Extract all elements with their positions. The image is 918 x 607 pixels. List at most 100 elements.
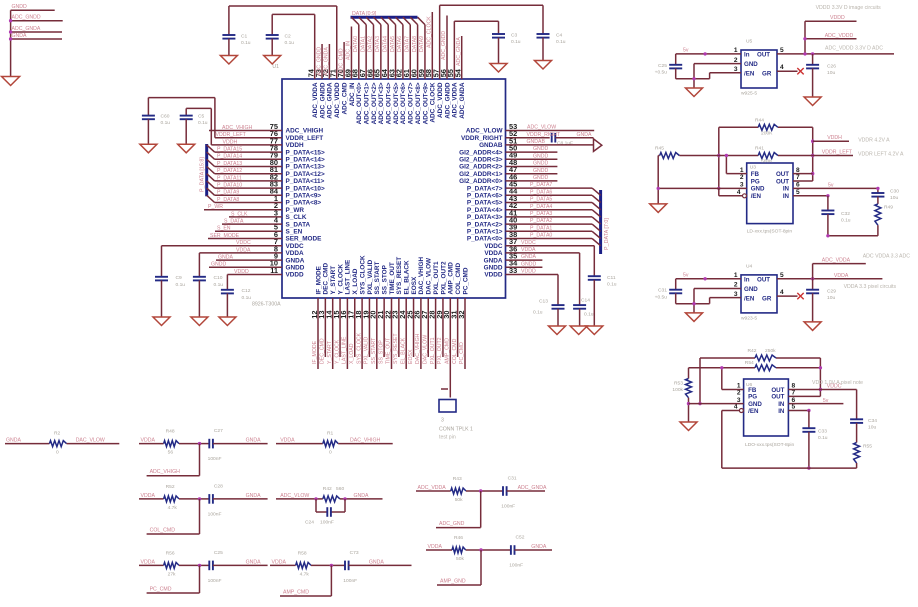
svg-text:DATA0: DATA0 xyxy=(353,36,359,52)
svg-text:58: 58 xyxy=(424,69,433,77)
svg-text:5v: 5v xyxy=(683,273,689,279)
svg-text:P_DATA6: P_DATA6 xyxy=(530,189,552,195)
svg-text:51: 51 xyxy=(509,136,517,145)
svg-text:2: 2 xyxy=(734,57,738,64)
svg-text:45: 45 xyxy=(509,180,517,189)
svg-text:33: 33 xyxy=(509,266,517,275)
svg-text:GI2_ADDR<3>: GI2_ADDR<3> xyxy=(459,157,503,164)
svg-text:GND: GND xyxy=(744,61,758,68)
svg-text:3: 3 xyxy=(734,291,738,298)
svg-text:ADC_VDDA: ADC_VDDA xyxy=(312,82,319,118)
svg-text:C32: C32 xyxy=(841,211,850,217)
svg-text:PXL_OUT2: PXL_OUT2 xyxy=(440,261,447,294)
svg-text:P_DATA<6>: P_DATA<6> xyxy=(467,193,503,200)
svg-text:SYS_CLOCK: SYS_CLOCK xyxy=(356,332,362,364)
svg-text:OUT: OUT xyxy=(776,171,789,178)
svg-text:GNDA: GNDA xyxy=(531,544,547,550)
svg-text:VDDD 3.3V D image circuits: VDDD 3.3V D image circuits xyxy=(816,5,882,11)
svg-text:48: 48 xyxy=(509,158,517,167)
svg-text:55: 55 xyxy=(446,69,455,77)
svg-text:ADC_VDDD 3.3V D ADC: ADC_VDDD 3.3V D ADC xyxy=(825,46,883,52)
svg-text:50k: 50k xyxy=(456,556,464,562)
svg-text:GND: GND xyxy=(748,401,762,408)
svg-text:83: 83 xyxy=(270,180,278,189)
svg-text:P_DATA<0>: P_DATA<0> xyxy=(467,236,503,243)
svg-text:PC_CMD: PC_CMD xyxy=(459,342,465,364)
svg-text:VDDR LEFT 4.2V A: VDDR LEFT 4.2V A xyxy=(858,152,904,158)
svg-text:VDD 1.0V A pixel note: VDD 1.0V A pixel note xyxy=(812,380,863,386)
svg-text:8: 8 xyxy=(796,167,800,174)
svg-text:R45: R45 xyxy=(655,146,664,152)
svg-text:PC_CMD: PC_CMD xyxy=(462,267,469,294)
svg-text:ADC_GND: ADC_GND xyxy=(439,521,465,527)
svg-text:3: 3 xyxy=(737,397,741,404)
svg-text:C52: C52 xyxy=(516,534,525,540)
svg-text:ADC_OUT<8>: ADC_OUT<8> xyxy=(415,82,422,124)
svg-text:IF_MODE: IF_MODE xyxy=(315,265,322,294)
svg-text:P_DATA<8>: P_DATA<8> xyxy=(286,200,322,207)
svg-text:GR: GR xyxy=(762,70,772,77)
svg-text:44: 44 xyxy=(509,187,518,196)
svg-text:X_LOAD: X_LOAD xyxy=(352,268,359,294)
svg-text:ADC_VLOW: ADC_VLOW xyxy=(527,125,556,131)
svg-text:100nF: 100nF xyxy=(509,563,523,569)
svg-text:LAST_LINE: LAST_LINE xyxy=(342,336,348,364)
svg-text:DATA8: DATA8 xyxy=(412,36,418,52)
svg-text:GNDA: GNDA xyxy=(577,132,593,138)
svg-text:ADC_VDDA: ADC_VDDA xyxy=(822,258,851,264)
svg-text:ADC_GNDA: ADC_GNDA xyxy=(327,82,334,119)
svg-text:VDDR_RIGHT: VDDR_RIGHT xyxy=(527,132,562,138)
svg-text:GNDA: GNDA xyxy=(218,255,234,261)
svg-text:250k: 250k xyxy=(765,348,776,354)
svg-text:6: 6 xyxy=(274,230,278,239)
svg-text:R46: R46 xyxy=(454,535,463,541)
svg-text:GNDD: GNDD xyxy=(533,146,549,152)
svg-text:P_DATA<2>: P_DATA<2> xyxy=(467,221,503,228)
svg-text:P_DATA<12>: P_DATA<12> xyxy=(286,171,325,178)
svg-text:200K: 200K xyxy=(761,131,773,137)
svg-text:ADC_VLOW: ADC_VLOW xyxy=(466,128,504,135)
svg-text:2: 2 xyxy=(274,201,278,210)
svg-text:DATA [0:9]: DATA [0:9] xyxy=(352,11,377,17)
svg-text:5: 5 xyxy=(792,404,796,411)
svg-text:VDDR_LEFT: VDDR_LEFT xyxy=(822,150,853,156)
svg-text:ADC_VDDD: ADC_VDDD xyxy=(334,82,341,118)
svg-text:42: 42 xyxy=(509,201,517,210)
svg-text:ADC_VLOW: ADC_VLOW xyxy=(280,493,309,499)
svg-text:GNDA: GNDA xyxy=(12,33,28,39)
svg-text:LD-xxx.tps(SOT-8pin: LD-xxx.tps(SOT-8pin xyxy=(747,229,793,235)
svg-text:26: 26 xyxy=(413,311,422,319)
svg-text:U3: U3 xyxy=(750,165,757,171)
svg-text:SYS_CLOCK: SYS_CLOCK xyxy=(359,255,366,294)
svg-text:P_DATA<11>: P_DATA<11> xyxy=(286,178,325,185)
svg-text:100nF: 100nF xyxy=(343,578,357,584)
svg-text:3: 3 xyxy=(740,182,744,189)
svg-text:C14: C14 xyxy=(581,298,590,304)
svg-text:3: 3 xyxy=(274,208,278,217)
svg-text:P_WR: P_WR xyxy=(208,204,223,210)
svg-text:8: 8 xyxy=(274,244,278,253)
svg-text:C34: C34 xyxy=(868,418,877,424)
svg-text:56: 56 xyxy=(168,450,174,456)
svg-text:SYS_RESET: SYS_RESET xyxy=(393,333,399,364)
svg-text:0.1u: 0.1u xyxy=(241,40,251,46)
svg-text:R55: R55 xyxy=(863,444,872,450)
svg-text:75: 75 xyxy=(270,122,278,131)
svg-text:IN: IN xyxy=(778,408,785,415)
svg-text:60: 60 xyxy=(409,69,418,77)
svg-text:VDDA: VDDA xyxy=(484,250,502,257)
svg-text:ADC_VDDD: ADC_VDDD xyxy=(437,82,444,118)
svg-text:C27: C27 xyxy=(214,428,223,434)
svg-text:C9: C9 xyxy=(176,275,183,281)
svg-text:DATA5: DATA5 xyxy=(390,36,396,52)
svg-text:P_DATA3: P_DATA3 xyxy=(530,211,552,217)
svg-text:Y_START: Y_START xyxy=(330,266,337,295)
svg-text:w925-5: w925-5 xyxy=(741,91,757,97)
svg-text:U4: U4 xyxy=(746,263,753,269)
svg-text:OUT: OUT xyxy=(776,178,789,185)
svg-text:68: 68 xyxy=(351,69,360,77)
svg-text:DEC_CMD: DEC_CMD xyxy=(323,263,330,295)
svg-text:ADC_IN: ADC_IN xyxy=(349,82,356,106)
svg-text:R41: R41 xyxy=(755,146,764,152)
svg-text:PG: PG xyxy=(751,178,760,185)
